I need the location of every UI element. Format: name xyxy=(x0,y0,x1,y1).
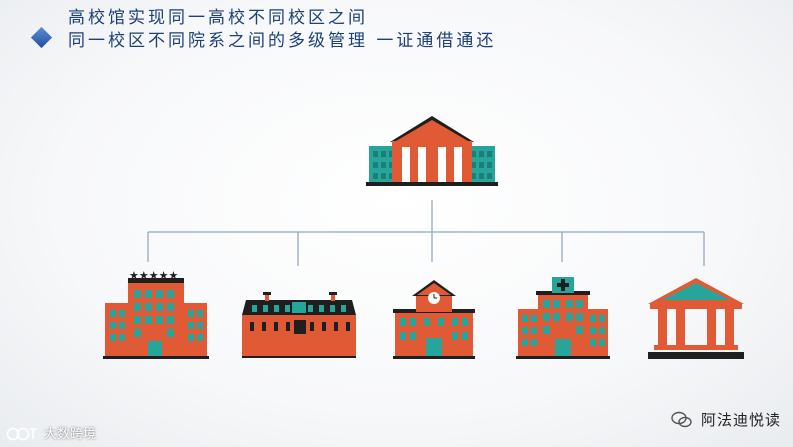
page-title: 高校馆实现同一高校不同校区之间 同一校区不同院系之间的多级管理 一证通借通还 xyxy=(68,7,628,53)
title-line-1: 高校馆实现同一高校不同校区之间 xyxy=(68,8,368,28)
title-line-2: 同一校区不同院系之间的多级管理 一证通借通还 xyxy=(68,31,497,51)
watermark-right: 阿法迪悦读 xyxy=(671,409,781,430)
watermark-left-text: 大数跨境 xyxy=(44,427,97,442)
classical-columns-building-icon xyxy=(648,278,744,359)
medical-cross-icon xyxy=(557,279,569,291)
dormitory-building-icon xyxy=(242,292,356,358)
connector-lines xyxy=(147,200,705,266)
svg-text:★★★★★: ★★★★★ xyxy=(129,269,178,282)
watermark-left: 大数跨境 xyxy=(6,423,96,442)
stars-icon: ★★★★★ xyxy=(129,269,178,282)
hotel-building-icon: ★★★★★ xyxy=(103,269,209,359)
brand-logo-icon xyxy=(6,427,37,440)
school-clock-building-icon xyxy=(393,280,475,359)
hospital-building-icon xyxy=(516,277,610,359)
watermark-right-text: 阿法迪悦读 xyxy=(700,411,781,429)
wechat-icon xyxy=(671,411,692,427)
main-library-building-icon xyxy=(366,116,498,186)
